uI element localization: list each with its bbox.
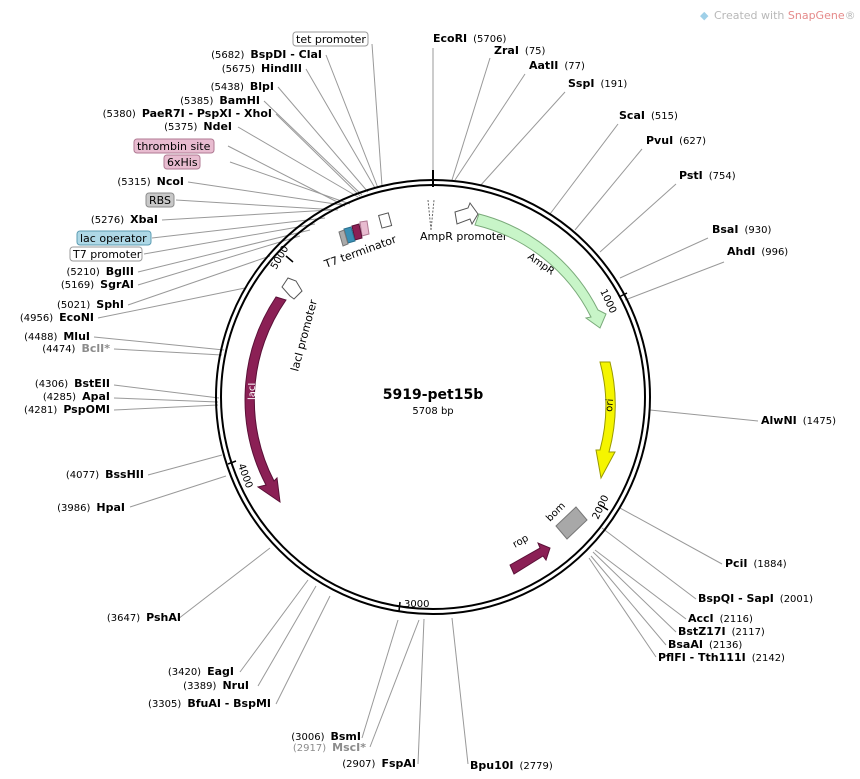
site-pvui[interactable]: PvuI(627) bbox=[646, 134, 706, 147]
tick-label-4000: 4000 bbox=[235, 462, 254, 490]
site-pcii[interactable]: PciI(1884) bbox=[725, 557, 787, 570]
site-bsteii[interactable]: (4306)BstEII bbox=[35, 377, 110, 390]
annotation-boxes: tet promoter thrombin site 6xHis RBS lac… bbox=[69, 31, 369, 262]
site-sspi[interactable]: SspI(191) bbox=[568, 77, 627, 90]
site-ndei[interactable]: (5375)NdeI bbox=[164, 120, 232, 133]
site-labels-right: EcoRI(5706) ZraI(75) AatII(77) SspI(191)… bbox=[433, 32, 836, 772]
site-sphi[interactable]: (5021)SphI bbox=[57, 298, 124, 311]
rbs-box bbox=[145, 192, 175, 208]
thrombin-site-box bbox=[133, 138, 215, 154]
site-psti[interactable]: PstI(754) bbox=[679, 169, 736, 182]
ampr-arrow bbox=[474, 213, 607, 329]
site-ncoi[interactable]: (5315)NcoI bbox=[117, 175, 184, 188]
position-ticks: 1000 2000 3000 4000 5000 bbox=[227, 244, 628, 612]
site-aatii[interactable]: AatII(77) bbox=[529, 59, 585, 72]
site-zrai[interactable]: ZraI(75) bbox=[494, 44, 546, 57]
site-fspai[interactable]: (2907)FspAI bbox=[342, 757, 416, 770]
site-alwni[interactable]: AlwNI(1475) bbox=[761, 414, 836, 427]
site-bamhi[interactable]: (5385)BamHI bbox=[180, 94, 260, 107]
site-bcli[interactable]: (4474)BclI* bbox=[42, 342, 110, 355]
site-mlui[interactable]: (4488)MluI bbox=[24, 330, 90, 343]
site-xbai[interactable]: (5276)XbaI bbox=[91, 213, 158, 226]
laci-label: lacI bbox=[247, 383, 258, 400]
rbs-label: RBS bbox=[149, 194, 171, 207]
6xhis-label: 6xHis bbox=[167, 156, 198, 169]
ampr-promoter-arrow bbox=[454, 201, 479, 226]
site-msci[interactable]: (2917)MscI* bbox=[293, 741, 366, 754]
t7-promoter-box bbox=[69, 246, 143, 262]
tick-4000 bbox=[227, 460, 237, 465]
site-eagi[interactable]: (3420)EagI bbox=[168, 665, 234, 678]
site-pspomi[interactable]: (4281)PspOMI bbox=[24, 403, 110, 416]
ori-arrow bbox=[595, 361, 616, 480]
site-bsmi[interactable]: (3006)BsmI bbox=[291, 730, 361, 743]
ecori-hatch bbox=[427, 199, 435, 231]
tet-promoter-label: tet promoter bbox=[296, 33, 366, 46]
site-econi[interactable]: (4956)EcoNI bbox=[20, 311, 94, 324]
rbs-feature bbox=[338, 229, 349, 247]
leader-lines bbox=[93, 43, 759, 765]
site-hpai[interactable]: (3986)HpaI bbox=[57, 501, 125, 514]
bom-box bbox=[555, 506, 588, 540]
laci-arrow bbox=[244, 296, 287, 504]
site-blpi[interactable]: (5438)BlpI bbox=[211, 80, 274, 93]
t7-promoter-label: T7 promoter bbox=[72, 248, 142, 261]
site-labels-left: (2907)FspAI (2917)MscI* (3006)BsmI (3305… bbox=[20, 48, 416, 770]
tet-promoter-box bbox=[292, 31, 369, 47]
site-hindiii[interactable]: (5675)HindIII bbox=[222, 62, 302, 75]
tick-label-3000: 3000 bbox=[404, 599, 429, 610]
plasmid-length: 5708 bp bbox=[412, 406, 453, 417]
site-pshai[interactable]: (3647)PshAI bbox=[107, 611, 181, 624]
ori-label: ori bbox=[604, 398, 616, 412]
site-bsshii[interactable]: (4077)BssHII bbox=[66, 468, 144, 481]
site-bstz17i[interactable]: BstZ17I(2117) bbox=[678, 625, 765, 638]
ampr-promoter-label: AmpR promoter bbox=[420, 230, 508, 243]
site-bpu10i[interactable]: Bpu10I(2779) bbox=[470, 759, 553, 772]
rop-arrow bbox=[509, 542, 551, 575]
site-ahdi[interactable]: AhdI(996) bbox=[727, 245, 788, 258]
tick-2000 bbox=[599, 504, 609, 511]
laci-promoter-label: lacI promoter bbox=[288, 298, 320, 373]
lac-operator-label: lac operator bbox=[80, 232, 147, 245]
his-tag-feature bbox=[351, 223, 363, 241]
tick-5000 bbox=[285, 255, 294, 263]
site-paer7i[interactable]: (5380)PaeR7I - PspXI - XhoI bbox=[103, 107, 272, 120]
site-scai[interactable]: ScaI(515) bbox=[619, 109, 678, 122]
site-ecori[interactable]: EcoRI(5706) bbox=[433, 32, 507, 45]
rop-label: rop bbox=[511, 533, 531, 551]
lac-operator-box bbox=[76, 230, 152, 246]
site-bfuai[interactable]: (3305)BfuAI - BspMI bbox=[148, 697, 271, 710]
site-bspqi[interactable]: BspQI - SapI(2001) bbox=[698, 592, 813, 605]
thrombin-feature bbox=[359, 220, 370, 237]
t7-terminator-box bbox=[378, 212, 393, 229]
snapgene-logo-icon: ◆ bbox=[700, 9, 709, 22]
laci-promoter-arrow bbox=[281, 277, 303, 300]
site-pflfi[interactable]: PflFI - Tth111I(2142) bbox=[658, 651, 785, 664]
site-sgrai[interactable]: (5169)SgrAI bbox=[61, 278, 134, 291]
plasmid-name: 5919-pet15b bbox=[383, 387, 484, 403]
tick-3000 bbox=[398, 601, 401, 612]
site-bsai[interactable]: BsaI(930) bbox=[712, 223, 771, 236]
expression-cassette: T7 terminator bbox=[322, 199, 435, 271]
tick-1000 bbox=[618, 292, 628, 298]
6xhis-box bbox=[163, 154, 201, 170]
site-bsaai[interactable]: BsaAI(2136) bbox=[668, 638, 742, 651]
site-nrui[interactable]: (3389)NruI bbox=[183, 679, 249, 692]
site-acci[interactable]: AccI(2116) bbox=[688, 612, 753, 625]
site-bspdi[interactable]: (5682)BspDI - ClaI bbox=[211, 48, 322, 61]
thrombin-site-label: thrombin site bbox=[137, 140, 211, 153]
site-apai[interactable]: (4285)ApaI bbox=[43, 390, 110, 403]
credit-text: Created with SnapGene® bbox=[714, 9, 856, 22]
site-bglii[interactable]: (5210)BglII bbox=[67, 265, 134, 278]
